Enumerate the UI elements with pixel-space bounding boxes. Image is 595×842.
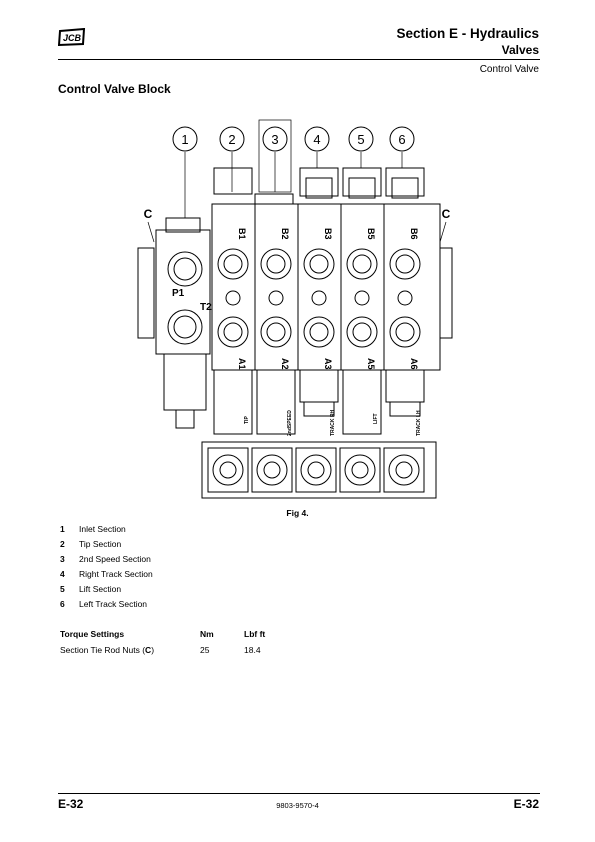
torque-table: Torque Settings Nm Lbf ft Section Tie Ro… <box>60 626 304 658</box>
callout-4: 4 <box>313 132 320 147</box>
callouts: 1 2 3 4 5 6 <box>172 126 415 152</box>
port-b1: B1 <box>237 228 247 240</box>
port-a5: A5 <box>366 358 376 370</box>
subsection-title: Valves <box>501 43 539 57</box>
spool-label-2nd-speed: 2ndSPEED <box>287 410 293 436</box>
port-b6: B6 <box>409 228 419 240</box>
callout-6: 6 <box>398 132 405 147</box>
port-a6: A6 <box>409 358 419 370</box>
spool-label-track-rh: TRACK RH <box>330 410 336 436</box>
port-b3: B3 <box>323 228 333 240</box>
jcb-logo: JCB <box>57 27 86 47</box>
end-covers <box>201 441 437 499</box>
topic-label: Control Valve <box>479 64 539 75</box>
torque-row: Section Tie Rod Nuts (C) 25 18.4 <box>60 642 304 658</box>
callout-3: 3 <box>271 132 278 147</box>
spool-label-lift: LIFT <box>373 413 379 424</box>
port-p1: P1 <box>172 288 185 299</box>
callout-5: 5 <box>357 132 364 147</box>
port-a2: A2 <box>280 358 290 370</box>
torque-header-row: Torque Settings Nm Lbf ft <box>60 629 266 639</box>
callout-1: 1 <box>181 132 188 147</box>
torque-nm: 25 <box>200 645 210 655</box>
header-rule <box>58 59 540 60</box>
port-b2: B2 <box>280 228 290 240</box>
logo-text: JCB <box>63 33 82 43</box>
spool-housings <box>213 369 425 435</box>
callout-2: 2 <box>228 132 235 147</box>
inlet-section: P1 T2 <box>155 217 212 429</box>
port-a1: A1 <box>237 358 247 370</box>
callout-leaders <box>184 119 403 218</box>
torque-lbf: 18.4 <box>244 645 261 655</box>
left-end-plate <box>137 247 155 339</box>
label-c-left: C <box>144 207 153 221</box>
right-end-plate <box>439 247 453 339</box>
page-number-left: E-32 <box>58 797 84 811</box>
port-t2: T2 <box>200 302 212 313</box>
page-number-right: E-32 <box>513 797 539 811</box>
footer-rule <box>58 793 540 794</box>
torque-item: Section Tie Rod Nuts (C) <box>60 645 155 655</box>
control-valve-diagram: 1 2 3 4 5 6 C C <box>128 118 462 510</box>
figure-caption: Fig 4. <box>286 508 309 518</box>
label-c-right: C <box>442 207 451 221</box>
port-a3: A3 <box>323 358 333 370</box>
doc-number: 9803-9570-4 <box>276 801 319 810</box>
spool-label-tip: TIP <box>244 416 250 424</box>
section-title: Section E - Hydraulics <box>396 26 539 41</box>
port-b5: B5 <box>366 228 376 240</box>
section-caps <box>213 167 425 205</box>
spool-label-track-lh: TRACK LH <box>416 410 422 436</box>
page-title: Control Valve Block <box>58 82 171 96</box>
